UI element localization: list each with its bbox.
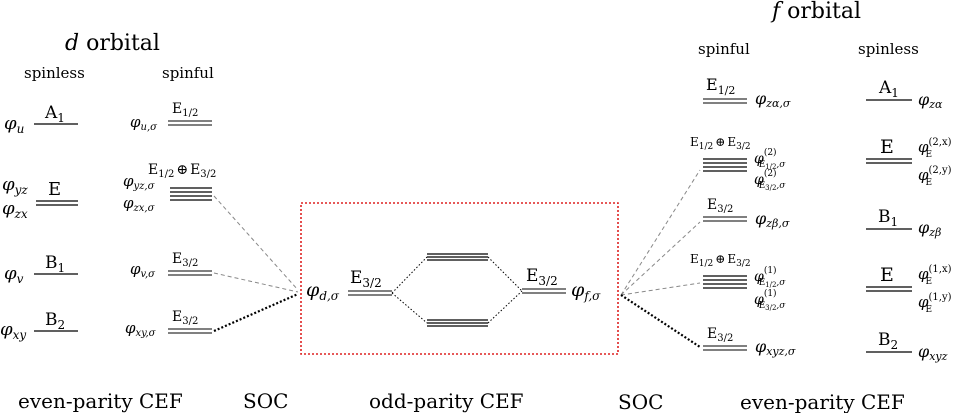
svg-text:φf,σ: φf,σ [571, 279, 601, 303]
label-soc-left: SOC [243, 389, 288, 413]
f-spinless-level-b1: B1 φzβ [866, 207, 941, 239]
svg-text:B1: B1 [45, 253, 65, 275]
svg-text:E: E [880, 264, 894, 286]
svg-text:φ(2)E1/2,σ: φ(2)E1/2,σ [754, 147, 786, 171]
d-spinless-level-e: E φyz φzx [2, 174, 78, 221]
svg-text:E3/2: E3/2 [172, 251, 198, 269]
svg-text:φv: φv [4, 263, 24, 286]
svg-text:φxyz,σ: φxyz,σ [755, 337, 796, 358]
label-even-parity-cef-left: even-parity CEF [18, 389, 183, 413]
f-spinful-level-e32-xyz: E3/2 φxyz,σ [703, 326, 796, 358]
svg-text:B1: B1 [878, 207, 898, 229]
odd-parity-box [300, 202, 619, 355]
f-spinless-level-b2: B2 φxyz [866, 330, 948, 363]
svg-text:φu: φu [4, 113, 24, 136]
label-soc-right: SOC [618, 390, 663, 413]
svg-text:φzα,σ: φzα,σ [755, 89, 791, 110]
f-orbital-title: f orbital [770, 0, 861, 24]
f-spinless-header: spinless [858, 40, 919, 58]
soc-connectors-right [620, 169, 701, 348]
d-spinless-level-b1: B1 φv [4, 253, 78, 286]
f-spinful-level-e12: E1/2 φzα,σ [703, 75, 791, 110]
center-right-level: E3/2 φf,σ [522, 266, 601, 303]
svg-text:E1/2⊕E3/2: E1/2⊕E3/2 [148, 162, 216, 180]
d-spinless-level-b2: B2 φxy [0, 310, 78, 342]
f-spinful-level-e12-e32-1: E1/2⊕E3/2 φ(1)E1/2,σ φ(1)E3/2,σ [690, 252, 786, 312]
d-spinless-level-a1: A1 φu [4, 103, 78, 136]
f-spinful-header: spinful [698, 40, 750, 58]
svg-text:φv,σ: φv,σ [130, 260, 156, 280]
svg-text:φzα: φzα [918, 90, 943, 111]
d-spinful-header: spinful [162, 64, 214, 82]
svg-text:B2: B2 [878, 330, 898, 352]
svg-text:φu,σ: φu,σ [130, 113, 158, 133]
svg-text:E: E [880, 136, 894, 158]
svg-text:φ(1,x)E: φ(1,x)E [918, 264, 952, 287]
f-spinless-level-a1: A1 φzα [866, 78, 943, 111]
d-spinful-level-e12-e32: E1/2⊕E3/2 φyz,σ φzx,σ [123, 162, 216, 214]
svg-text:B2: B2 [45, 310, 65, 332]
d-spinful-level-e32-xy: E3/2 φxy,σ [125, 309, 212, 339]
svg-text:φ(2)E3/2,σ: φ(2)E3/2,σ [754, 168, 786, 192]
svg-text:φxyz: φxyz [918, 342, 948, 363]
label-odd-parity-cef: odd-parity CEF [369, 389, 524, 413]
d-spinless-header: spinless [24, 64, 85, 82]
svg-text:E: E [48, 179, 61, 200]
svg-text:E1/2: E1/2 [706, 75, 735, 97]
soc-connectors-left [213, 195, 299, 333]
svg-text:E3/2: E3/2 [172, 309, 198, 327]
f-spinless-level-e1: E φ(1,x)E φ(1,y)E [866, 264, 952, 315]
svg-text:A1: A1 [44, 103, 65, 125]
svg-text:φyz,σ: φyz,σ [123, 172, 156, 192]
center-connectors [391, 256, 523, 324]
svg-text:E3/2: E3/2 [350, 268, 382, 290]
svg-text:E3/2: E3/2 [707, 326, 733, 344]
svg-text:E3/2: E3/2 [526, 266, 558, 288]
f-spinless-level-e2: E φ(2,x)E φ(2,y)E [866, 136, 952, 188]
svg-text:E3/2: E3/2 [707, 197, 733, 215]
label-even-parity-cef-right: even-parity CEF [740, 390, 905, 413]
svg-text:φzx: φzx [2, 198, 28, 221]
center-upper-level [427, 253, 488, 261]
svg-text:E1/2⊕E3/2: E1/2⊕E3/2 [690, 135, 751, 152]
svg-text:φ(1,y)E: φ(1,y)E [918, 292, 952, 315]
svg-text:φyz: φyz [2, 174, 28, 197]
svg-text:A1: A1 [878, 78, 899, 100]
f-spinful-level-e12-e32-2: E1/2⊕E3/2 φ(2)E1/2,σ φ(2)E3/2,σ [690, 135, 786, 192]
center-lower-level [427, 319, 488, 327]
svg-text:φxy: φxy [0, 319, 26, 342]
d-orbital-title: d orbital [65, 31, 160, 56]
d-spinful-level-e32-v: E3/2 φv,σ [130, 251, 212, 280]
svg-text:φ(1)E1/2,σ: φ(1)E1/2,σ [754, 265, 786, 289]
center-left-level: E3/2 φd,σ [306, 268, 392, 303]
svg-text:φ(1)E3/2,σ: φ(1)E3/2,σ [754, 288, 786, 312]
d-spinful-level-e12: E1/2 φu,σ [130, 101, 212, 133]
svg-text:φd,σ: φd,σ [306, 279, 340, 303]
f-spinful-level-e32-zb: E3/2 φzβ,σ [703, 197, 790, 230]
svg-text:φzx,σ: φzx,σ [123, 194, 156, 214]
svg-text:φzβ: φzβ [918, 218, 941, 239]
svg-text:φ(2,y)E: φ(2,y)E [918, 165, 952, 188]
svg-text:φ(2,x)E: φ(2,x)E [918, 137, 952, 160]
svg-text:E1/2⊕E3/2: E1/2⊕E3/2 [690, 252, 751, 269]
svg-text:φzβ,σ: φzβ,σ [755, 209, 790, 230]
svg-text:E1/2: E1/2 [172, 101, 198, 119]
svg-text:φxy,σ: φxy,σ [125, 319, 157, 339]
